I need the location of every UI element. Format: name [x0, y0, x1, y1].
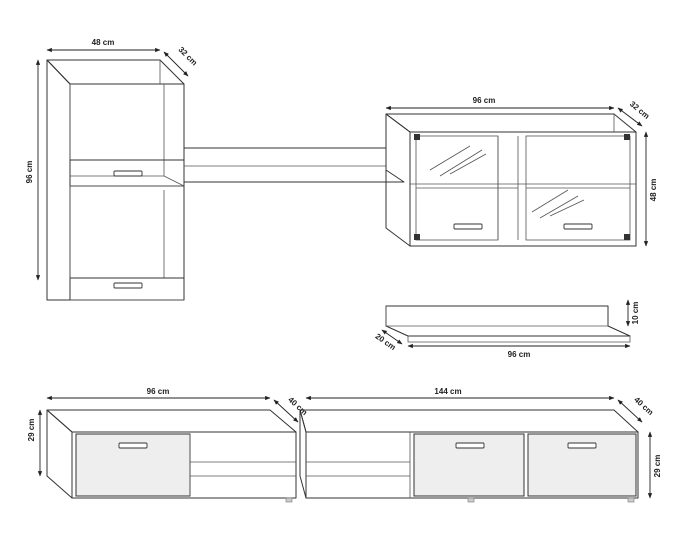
dimension-labels: 48 cm 32 cm 96 cm 96 cm 32 cm 48 cm 10 c…	[25, 38, 662, 477]
glass-cabinet-front	[409, 131, 637, 247]
tv-small-top	[46, 409, 297, 433]
hinge-icon	[414, 134, 420, 140]
glass-reflection-right	[531, 189, 585, 219]
glass-cabinet-left-side	[385, 113, 411, 247]
tv-large-drawer-left-handle	[455, 442, 485, 449]
tv-small-width-label: 96 cm	[147, 387, 170, 396]
glass-cabinet-top	[385, 113, 637, 133]
lower-door-handle	[113, 282, 143, 289]
upper-door-handle	[113, 170, 143, 177]
foot-icon	[285, 497, 293, 503]
glass-left-handle	[453, 223, 483, 230]
tv-small-front	[71, 431, 297, 499]
wall-cabinet-depth-label: 32 cm	[177, 45, 199, 67]
shelf-depth-label: 20 cm	[374, 332, 398, 352]
hinge-icon	[624, 134, 630, 140]
wall-cabinet-width-label: 48 cm	[92, 38, 115, 47]
glass-cabinet-width-label: 96 cm	[473, 96, 496, 105]
wall-cabinet-height-label: 96 cm	[25, 161, 34, 184]
tv-unit-large	[299, 409, 639, 503]
cabinet-top	[46, 59, 185, 85]
hinge-icon	[414, 234, 420, 240]
tv-small-drawer-handle	[118, 442, 148, 449]
foot-icon	[627, 497, 635, 503]
tv-large-height-label: 29 cm	[653, 455, 662, 478]
glass-reflection-left	[429, 145, 487, 177]
foot-icon	[467, 497, 475, 503]
glass-cabinet-height-label: 48 cm	[649, 179, 658, 202]
tall-wall-cabinet	[46, 59, 185, 301]
connecting-shelf	[184, 147, 405, 183]
tv-small-height-label: 29 cm	[27, 419, 36, 442]
floating-shelf	[385, 305, 631, 343]
cabinet-left-side	[46, 59, 71, 301]
tv-large-depth-label: 40 cm	[632, 395, 655, 417]
dimension-lines	[35, 47, 653, 499]
shelf-width-label: 96 cm	[508, 350, 531, 359]
tv-large-width-label: 144 cm	[434, 387, 461, 396]
tv-large-drawer-right-handle	[567, 442, 597, 449]
shelf-height-label: 10 cm	[631, 302, 640, 325]
glass-cabinet	[385, 113, 637, 247]
tv-unit-small	[46, 409, 297, 503]
glass-right-handle	[563, 223, 593, 230]
tv-large-top	[299, 409, 639, 433]
tv-small-left-side	[46, 409, 73, 499]
tv-large-left-side	[299, 409, 307, 499]
cabinet-front	[69, 83, 185, 301]
hinge-icon	[624, 234, 630, 240]
